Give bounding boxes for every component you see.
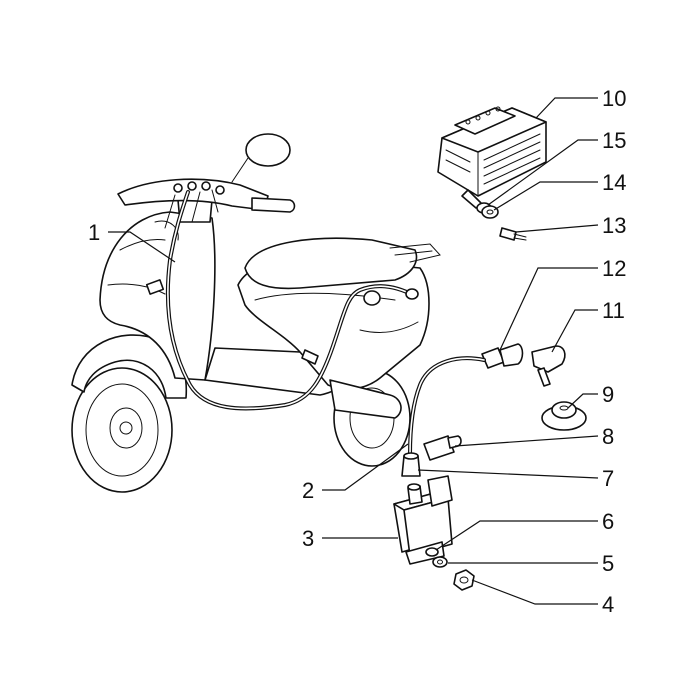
- handlebar-controls: [173, 181, 225, 195]
- leader-9: [567, 393, 598, 409]
- scooter-illustration: [71, 133, 441, 493]
- wiring-harness: [145, 189, 419, 411]
- callout-14: 14: [602, 170, 626, 195]
- callout-10: 10: [602, 86, 626, 111]
- washer-part-6: [425, 547, 439, 557]
- front-wheel: [71, 367, 173, 493]
- callout-numbers: 1 2 3 4 5 6 7 8 9 10 11 12 13 14 15: [88, 86, 626, 617]
- rear-rack: [389, 243, 441, 263]
- washer-part-14: [481, 205, 499, 219]
- callout-12: 12: [602, 256, 626, 281]
- callout-4: 4: [602, 592, 614, 617]
- front-mudguard: [71, 334, 188, 399]
- leader-10: [535, 97, 598, 119]
- nut-part-4: [453, 569, 475, 591]
- callout-7: 7: [602, 466, 614, 491]
- callout-3: 3: [302, 526, 314, 551]
- cable-boot-part-7: [401, 452, 421, 477]
- callout-1: 1: [88, 220, 100, 245]
- voltage-regulator: [437, 106, 547, 209]
- grommet: [541, 401, 587, 431]
- washer-part-5: [432, 556, 448, 568]
- leader-6: [435, 520, 598, 551]
- ignition-coil: [393, 475, 453, 565]
- leader-12: [499, 267, 598, 351]
- leader-lines: [108, 97, 599, 605]
- callout-2: 2: [302, 478, 314, 503]
- leader-4: [471, 579, 598, 605]
- callout-11: 11: [602, 298, 625, 323]
- spark-plug-cap: [531, 345, 566, 387]
- leader-15: [487, 139, 598, 206]
- callout-8: 8: [602, 424, 614, 449]
- ht-lead-connector: [481, 343, 524, 369]
- callout-13: 13: [602, 213, 626, 238]
- seat: [244, 237, 418, 290]
- leader-14: [493, 181, 598, 211]
- leader-8: [454, 435, 599, 447]
- leader-2: [322, 443, 409, 491]
- leader-7: [417, 469, 599, 479]
- callout-9: 9: [602, 382, 614, 407]
- handle-grip: [251, 197, 296, 213]
- callout-6: 6: [602, 509, 614, 534]
- leg-shield: [99, 211, 216, 381]
- screw-part-13: [499, 227, 527, 241]
- callout-15: 15: [602, 128, 626, 153]
- leader-11: [551, 309, 598, 353]
- connector-part-8: [423, 435, 462, 461]
- engine-muffler: [329, 379, 402, 419]
- callout-5: 5: [602, 551, 614, 576]
- leader-13: [515, 224, 599, 233]
- ht-cable: [408, 356, 486, 457]
- leader-1: [108, 231, 176, 263]
- mirror: [231, 133, 291, 183]
